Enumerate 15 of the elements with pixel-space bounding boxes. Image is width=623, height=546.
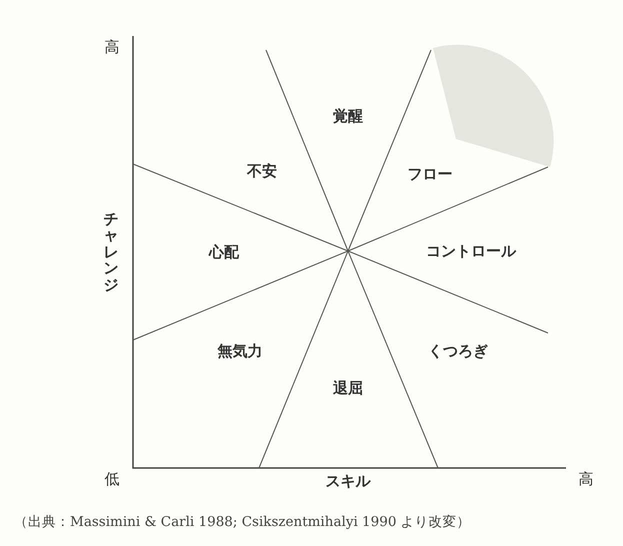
- region-label: フロー: [408, 166, 452, 182]
- source-caption: （出典：Massimini & Carli 1988; Csikszentmihalyi 1990 より改変）: [14, 513, 471, 531]
- region-label: 退屈: [333, 380, 363, 396]
- axis-high-label: 高: [578, 472, 594, 486]
- axis-low-label: 低: [104, 472, 120, 486]
- axis-title: チャレンジ: [104, 210, 118, 293]
- region-label: 心配: [209, 244, 239, 260]
- axis-title: スキル: [326, 474, 370, 488]
- region-label: 不安: [247, 164, 277, 178]
- region-label: 無気力: [218, 344, 262, 358]
- region-label: くつろぎ: [428, 344, 488, 358]
- shaded-sector: [433, 44, 554, 167]
- axis-high-label: 高: [104, 40, 120, 54]
- region-label: 覚醒: [333, 108, 363, 124]
- region-label: コントロール: [426, 244, 516, 258]
